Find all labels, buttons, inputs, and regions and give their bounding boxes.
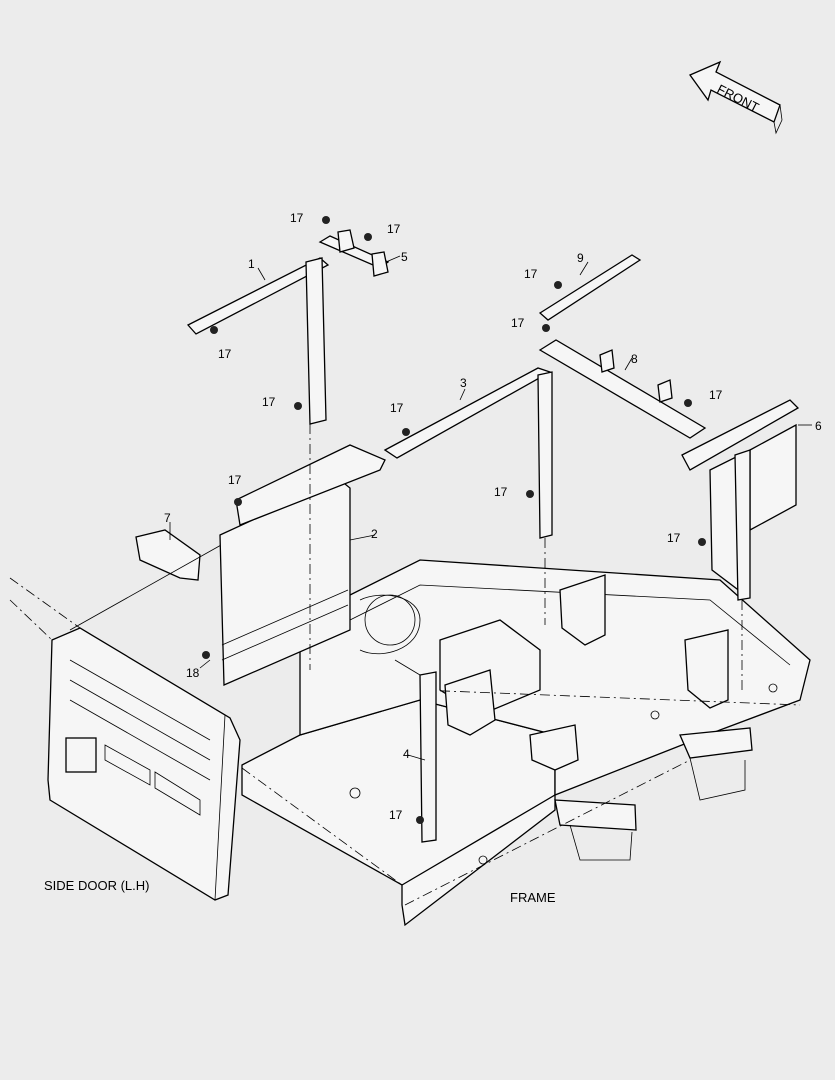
callout-17: 17 [494, 485, 508, 499]
part-6-panel [681, 399, 800, 601]
callout-17: 17 [667, 531, 681, 545]
door-handle [65, 737, 97, 773]
side-door-caption: SIDE DOOR (L.H) [44, 878, 149, 893]
callout-17: 17 [390, 401, 404, 415]
callout-17: 17 [228, 473, 242, 487]
callout-2: 2 [371, 527, 378, 541]
callout-17: 17 [290, 211, 304, 225]
callout-1: 1 [248, 257, 255, 271]
callout-9: 9 [577, 251, 584, 265]
leader-lines [169, 255, 812, 761]
callout-8: 8 [631, 352, 638, 366]
callout-18: 18 [186, 666, 200, 680]
frame-caption: FRAME [510, 890, 556, 905]
front-arrow-icon: FRONT [689, 60, 783, 135]
part-5-bracket [318, 229, 390, 277]
part-7-bracket [69, 529, 231, 631]
callout-17: 17 [387, 222, 401, 236]
callout-17: 17 [389, 808, 403, 822]
bolt-icon [202, 216, 706, 824]
part-2-panel [219, 444, 386, 686]
callout-17: 17 [524, 267, 538, 281]
part-1-bracket [186, 257, 330, 425]
frame-structure [241, 559, 811, 927]
callout-17: 17 [262, 395, 276, 409]
callout-5: 5 [401, 250, 408, 264]
callout-17: 17 [511, 316, 525, 330]
callout-4: 4 [403, 747, 410, 761]
callout-3: 3 [460, 376, 467, 390]
part-3-rail [383, 367, 553, 539]
part-8-bracket [538, 339, 707, 439]
callout-17: 17 [218, 347, 232, 361]
side-door [9, 577, 241, 901]
callout-17: 17 [709, 388, 723, 402]
part-9-bracket [538, 254, 642, 321]
callout-6: 6 [815, 419, 822, 433]
part-4-post [394, 659, 437, 843]
callout-7: 7 [164, 511, 171, 525]
